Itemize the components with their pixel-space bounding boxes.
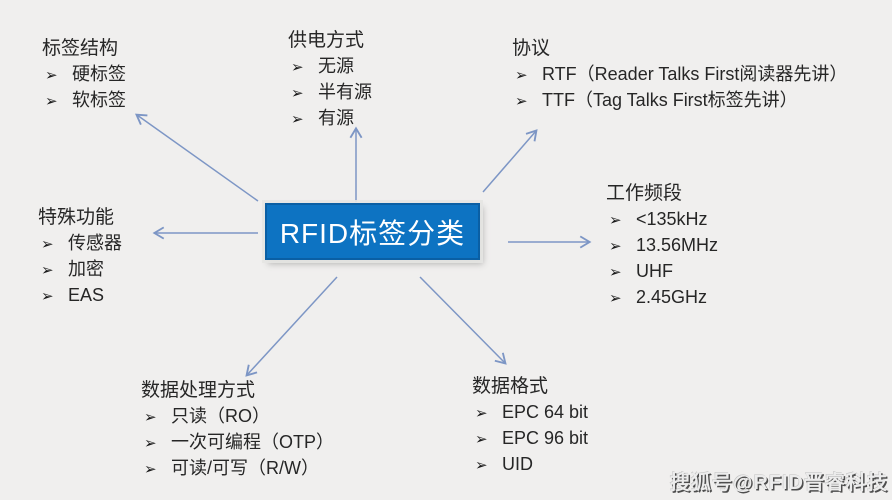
list-item-label: 半有源 [318,82,372,102]
group-working-frequency: 工作频段 ➢ <135kHz ➢ 13.56MHz ➢ UHF ➢ 2.45GH… [606,181,718,311]
bullet-arrow-icon: ➢ [41,288,54,305]
arrow-to-tag-structure [135,113,259,202]
bullet-arrow-icon: ➢ [609,290,622,307]
group-title: 工作频段 [606,183,683,204]
list-item-label: RTF（Reader Talks First阅读器先讲） [542,64,848,84]
list-item-label: EAS [68,285,105,305]
list-item-label: 硬标签 [72,64,126,84]
bullet-arrow-icon: ➢ [609,212,622,229]
center-node-label: RFID标签分类 [279,217,466,249]
bullet-arrow-icon: ➢ [291,59,304,76]
list-item: ➢ 有源 [288,106,372,132]
bullet-arrow-icon: ➢ [475,457,488,474]
list-item-label: 13.56MHz [636,235,719,255]
bullet-arrow-icon: ➢ [144,409,157,426]
group-title: 数据格式 [472,376,549,397]
list-item-label: EPC 64 bit [502,402,589,422]
group-title: 供电方式 [288,30,365,51]
list-item-label: 无源 [318,56,354,76]
list-item: ➢ 硬标签 [42,62,126,88]
list-item-label: 2.45GHz [636,287,708,307]
bullet-arrow-icon: ➢ [41,236,54,253]
list-item: ➢ 软标签 [42,88,126,114]
group-data-format: 数据格式 ➢ EPC 64 bit ➢ EPC 96 bit ➢ UID [472,374,588,478]
bullet-arrow-icon: ➢ [291,111,304,128]
list-item-label: UHF [636,261,673,281]
list-item-label: 可读/可写（R/W） [171,458,319,478]
bullet-arrow-icon: ➢ [41,262,54,279]
list-item: ➢ 半有源 [288,80,372,106]
list-item-label: 软标签 [72,90,126,110]
group-title: 协议 [512,38,551,59]
list-item: ➢ RTF（Reader Talks First阅读器先讲） [512,62,847,88]
list-item-label: TTF（Tag Talks First标签先讲） [542,90,798,110]
list-item: ➢ 只读（RO） [141,404,334,430]
list-item: ➢ UHF [606,259,718,285]
group-title: 数据处理方式 [141,380,256,401]
list-item-label: 有源 [318,108,354,128]
list-item: ➢ 可读/可写（R/W） [141,456,334,482]
sohu-watermark: 搜狐号@RFID晋睿科技 [669,472,888,494]
group-tag-structure: 标签结构 ➢ 硬标签 ➢ 软标签 [42,36,126,114]
list-item: ➢ 13.56MHz [606,233,718,259]
list-item: ➢ TTF（Tag Talks First标签先讲） [512,88,847,114]
list-item-label: 只读（RO） [171,406,270,426]
list-item-label: 传感器 [68,233,122,253]
bullet-arrow-icon: ➢ [515,93,528,110]
arrow-to-protocol [482,129,538,193]
bullet-arrow-icon: ➢ [609,238,622,255]
center-node: RFID标签分类 [265,203,480,260]
bullet-arrow-icon: ➢ [291,85,304,102]
bullet-arrow-icon: ➢ [475,405,488,422]
list-item: ➢ 传感器 [38,231,122,257]
list-item-label: 一次可编程（OTP） [171,432,335,452]
arrow-to-data-format [419,276,507,365]
bullet-arrow-icon: ➢ [144,461,157,478]
list-item-label: <135kHz [636,209,708,229]
bullet-arrow-icon: ➢ [609,264,622,281]
list-item: ➢ 无源 [288,54,372,80]
list-item: ➢ 2.45GHz [606,285,718,311]
list-item: ➢ <135kHz [606,207,718,233]
bullet-arrow-icon: ➢ [45,67,58,84]
bullet-arrow-icon: ➢ [45,93,58,110]
arrow-to-data-processing [245,276,338,377]
list-item: ➢ EAS [38,283,122,309]
group-title: 特殊功能 [38,207,115,228]
bullet-arrow-icon: ➢ [475,431,488,448]
group-power-supply: 供电方式 ➢ 无源 ➢ 半有源 ➢ 有源 [288,28,372,132]
list-item-label: 加密 [68,259,104,279]
list-item: ➢ 一次可编程（OTP） [141,430,334,456]
bullet-arrow-icon: ➢ [515,67,528,84]
list-item: ➢ UID [472,452,588,478]
list-item-label: EPC 96 bit [502,428,589,448]
list-item: ➢ 加密 [38,257,122,283]
bullet-arrow-icon: ➢ [144,435,157,452]
group-special-functions: 特殊功能 ➢ 传感器 ➢ 加密 ➢ EAS [38,205,122,309]
group-protocol: 协议 ➢ RTF（Reader Talks First阅读器先讲） ➢ TTF（… [512,36,847,114]
list-item: ➢ EPC 64 bit [472,400,588,426]
list-item: ➢ EPC 96 bit [472,426,588,452]
list-item-label: UID [502,454,533,474]
group-title: 标签结构 [42,38,119,59]
group-data-processing: 数据处理方式 ➢ 只读（RO） ➢ 一次可编程（OTP） ➢ 可读/可写（R/W… [141,378,334,482]
